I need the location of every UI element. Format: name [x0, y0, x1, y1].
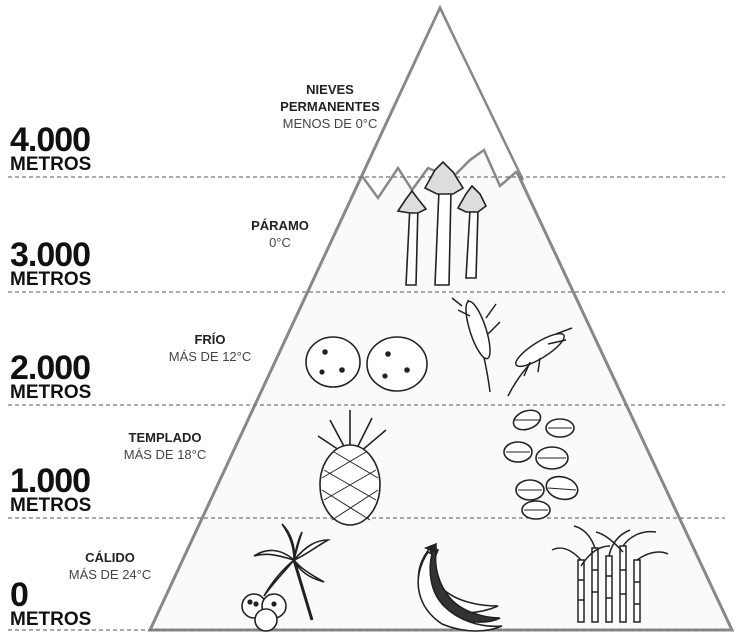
altitude-label-3000: 3.000 METROS [10, 236, 92, 290]
altitude-label-0: 0 METROS [10, 576, 92, 630]
frailejon-icon [396, 160, 488, 286]
zone-temperature: 0°C [269, 234, 291, 250]
altitude-unit: METROS [10, 608, 92, 630]
banana-icon [417, 542, 503, 632]
zone-temperature: MÁS DE 12°C [168, 348, 252, 364]
altitude-number: 3.000 [10, 236, 91, 274]
zone-temperature: MÁS DE 24°C [68, 566, 152, 582]
zone-frio: FRÍO MÁS DE 12°C [150, 332, 270, 366]
zone-templado: TEMPLADO MÁS DE 18°C [105, 430, 225, 464]
altitude-number: 0 [10, 576, 29, 614]
altitude-label-4000: 4.000 METROS [10, 121, 92, 175]
altitude-unit: METROS [10, 268, 92, 290]
zone-temperature: MÁS DE 18°C [123, 446, 207, 462]
zone-calido: CÁLIDO MÁS DE 24°C [50, 550, 170, 584]
mountain-outline [147, 4, 735, 632]
altitude-number: 4.000 [10, 121, 91, 159]
altitude-label-1000: 1.000 METROS [10, 462, 92, 516]
coffee-beans-icon [503, 409, 579, 520]
zone-name: NIEVES PERMANENTES [280, 82, 380, 114]
potato-icon [305, 336, 428, 392]
zone-name: CÁLIDO [85, 550, 135, 565]
palm-icon [253, 523, 332, 621]
zone-name: TEMPLADO [128, 430, 202, 445]
zone-name: FRÍO [194, 332, 226, 347]
zone-paramo: PÁRAMO 0°C [220, 218, 340, 252]
zone-temperature: MENOS DE 0°C [282, 115, 378, 131]
altitude-unit: METROS [10, 494, 92, 516]
altitude-number: 1.000 [10, 462, 91, 500]
zone-name: PÁRAMO [251, 218, 309, 233]
coconut-icon [241, 593, 287, 632]
altitude-lines [8, 176, 725, 631]
altitude-unit: METROS [10, 381, 92, 403]
altitude-label-2000: 2.000 METROS [10, 349, 92, 403]
pineapple-icon [317, 410, 387, 526]
wheat-icon [451, 297, 573, 397]
altitude-unit: METROS [10, 153, 92, 175]
sugarcane-icon [551, 525, 669, 623]
altitude-number: 2.000 [10, 349, 91, 387]
zone-nieves: NIEVES PERMANENTES MENOS DE 0°C [255, 82, 405, 133]
